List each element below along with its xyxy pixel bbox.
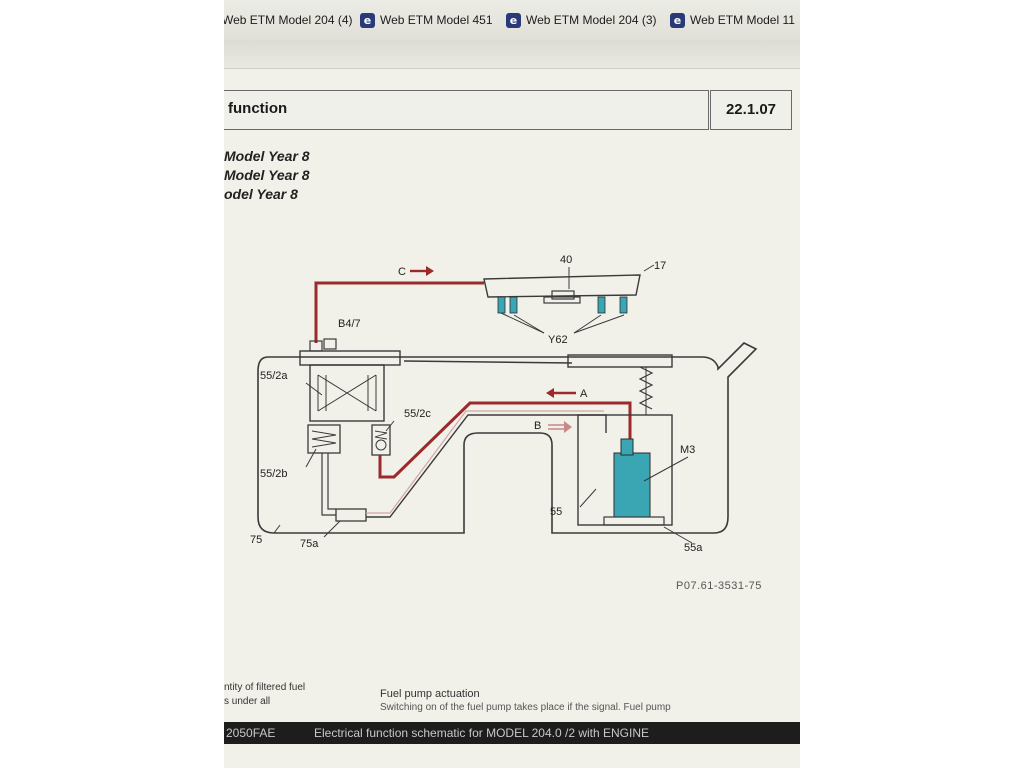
section-heading-fuel-pump-actuation: Fuel pump actuation — [380, 688, 480, 700]
jet-pump-75a — [335, 508, 367, 522]
label-55-2a: 55/2a — [260, 370, 288, 382]
fuel-line-supply — [314, 281, 484, 343]
y62-leader-lines — [500, 264, 655, 334]
arrow-a-head — [546, 388, 554, 398]
valve-spring-symbol — [374, 430, 388, 440]
pressure-sensor-b47 — [323, 338, 337, 350]
label-55-2b: 55/2b — [260, 468, 288, 480]
page-title: function — [228, 100, 288, 117]
filter-element-symbol — [317, 374, 377, 412]
ie-icon: e — [670, 12, 685, 28]
label-55: 55 — [550, 506, 562, 518]
fuel-filter-55-2a — [309, 364, 385, 422]
tab-label: Web ETM Model 204 (3) — [526, 13, 657, 27]
status-bar: 2050FAE Electrical function schematic fo… — [224, 722, 800, 744]
label-55-2c: 55/2c — [404, 408, 431, 420]
model-line-2: Model Year 8 — [224, 167, 310, 183]
label-b4-7: B4/7 — [338, 318, 361, 330]
figure-reference: P07.61-3531-75 — [676, 580, 762, 592]
label-17: 17 — [654, 260, 666, 272]
regulator-base — [543, 296, 581, 304]
tab-web-etm-model-451[interactable]: e Web ETM Model 451 — [360, 10, 493, 30]
flow-label-c: C — [398, 266, 406, 278]
ie-icon: e — [360, 12, 375, 28]
fuel-system-diagram: C A B 40 17 B4/7 Y62 55/2a 55/2c 55/2b M… — [250, 254, 758, 554]
label-55a: 55a — [684, 542, 703, 554]
tab-web-etm-model-204-4[interactable]: Web ETM Model 204 (4) — [224, 10, 353, 30]
arrow-b-head — [564, 421, 572, 433]
body-text-right-1: Switching on of the fuel pump takes plac… — [380, 702, 671, 713]
fuel-filter-housing — [299, 350, 401, 366]
fuel-line-return — [366, 414, 607, 518]
label-75a: 75a — [300, 538, 319, 550]
flow-label-a: A — [580, 388, 588, 400]
model-line-1: Model Year 8 — [224, 148, 310, 164]
title-box: function — [224, 90, 709, 130]
component-leaders — [273, 382, 693, 544]
pressure-regulator-40 — [551, 290, 575, 300]
ie-icon: e — [506, 12, 521, 28]
spring-symbol — [311, 430, 337, 448]
body-text-left-2: s under all — [224, 696, 271, 707]
browser-tab-bar: Web ETM Model 204 (4) e Web ETM Model 45… — [224, 0, 800, 40]
document-date: 22.1.07 — [710, 90, 792, 130]
fuel-pump-m3 — [613, 452, 651, 518]
etm-window: Web ETM Model 204 (4) e Web ETM Model 45… — [224, 0, 800, 768]
tab-label: Web ETM Model 204 (4) — [224, 13, 353, 27]
fuel-rail — [483, 274, 641, 298]
fuel-line-feed-red — [378, 401, 632, 479]
label-75: 75 — [250, 534, 262, 546]
pump-base-55a — [603, 516, 665, 526]
tab-web-etm-model-11[interactable]: e Web ETM Model 11 — [670, 10, 795, 30]
fuel-line-return-pink — [366, 410, 604, 514]
label-m3: M3 — [680, 444, 695, 456]
toolbar-strip — [224, 40, 800, 69]
valve-55-2b — [307, 424, 341, 454]
document-code: 2050FAE — [226, 726, 276, 740]
tab-label: Web ETM Model 11 — [690, 13, 795, 27]
line-to-jet-pump — [321, 453, 336, 516]
label-y62: Y62 — [548, 334, 568, 346]
tab-web-etm-model-204-3[interactable]: e Web ETM Model 204 (3) — [506, 10, 657, 30]
flow-label-b: B — [534, 420, 541, 432]
label-40: 40 — [560, 254, 572, 266]
document-description: Electrical function schematic for MODEL … — [314, 726, 650, 740]
pump-outlet — [620, 438, 634, 456]
sender-flange — [567, 354, 673, 368]
body-text-left-1: ntity of filtered fuel — [224, 682, 306, 693]
arrow-b — [548, 424, 564, 430]
tab-label: Web ETM Model 451 — [380, 13, 493, 27]
injectors-y62 — [497, 296, 628, 314]
fuel-tank-outline — [257, 342, 758, 534]
tank-top-line — [403, 360, 573, 364]
model-line-3: odel Year 8 — [224, 186, 298, 202]
arrow-c-head — [426, 266, 434, 276]
